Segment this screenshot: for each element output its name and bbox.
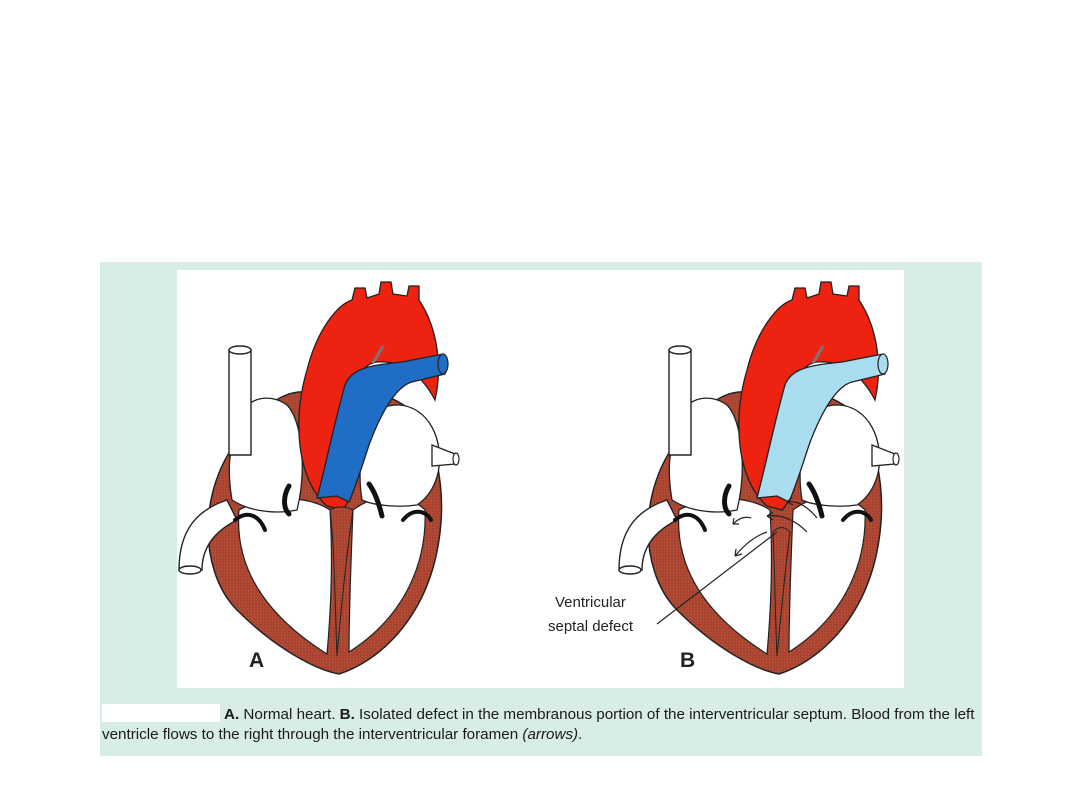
caption-text-1: Normal heart. xyxy=(239,706,340,723)
heart-a: A xyxy=(178,281,460,675)
figure-caption: A. Normal heart. B. Isolated defect in t… xyxy=(102,704,978,745)
heart-b-superior-vena-cava xyxy=(668,349,692,456)
shunt-flow-arrows xyxy=(732,496,818,557)
heart-b-inferior-vena-cava xyxy=(618,499,678,571)
caption-text-3: . xyxy=(578,726,583,743)
defect-leader-line xyxy=(656,531,778,625)
figure-frame: A xyxy=(100,262,982,756)
flow-arrow-1 xyxy=(766,515,808,533)
caption-a-marker: A. xyxy=(224,706,240,723)
defect-label-line2: septal defect xyxy=(548,618,634,635)
caption-b-marker: B. xyxy=(339,706,355,723)
heart-diagram-panel: A xyxy=(177,270,904,688)
caption-arrows-note: (arrows) xyxy=(522,726,579,743)
flow-arrow-3 xyxy=(734,531,768,557)
flow-arrow-2 xyxy=(786,501,818,519)
heart-a-inferior-vena-cava xyxy=(178,499,238,571)
flow-arrow-4 xyxy=(732,516,752,525)
caption-text-2: Isolated defect in the membranous portio… xyxy=(102,706,975,743)
defect-label-line1: Ventricular xyxy=(555,594,626,611)
heart-a-superior-vena-cava xyxy=(228,349,252,456)
panel-b-label: B xyxy=(680,649,695,672)
panel-a-label: A xyxy=(249,649,264,672)
heart-a-tricuspid-valve xyxy=(282,483,292,517)
heart-diagram: A xyxy=(178,281,900,675)
heart-b xyxy=(618,281,900,675)
heart-a-mitral-valve xyxy=(366,481,385,519)
heart-a-pulmonary-vein xyxy=(431,444,456,467)
heart-b-interventricular-septum xyxy=(772,527,791,657)
heart-a-interventricular-septum xyxy=(329,506,354,657)
caption-mask xyxy=(102,704,220,722)
heart-b-pulmonary-vein xyxy=(871,444,896,467)
